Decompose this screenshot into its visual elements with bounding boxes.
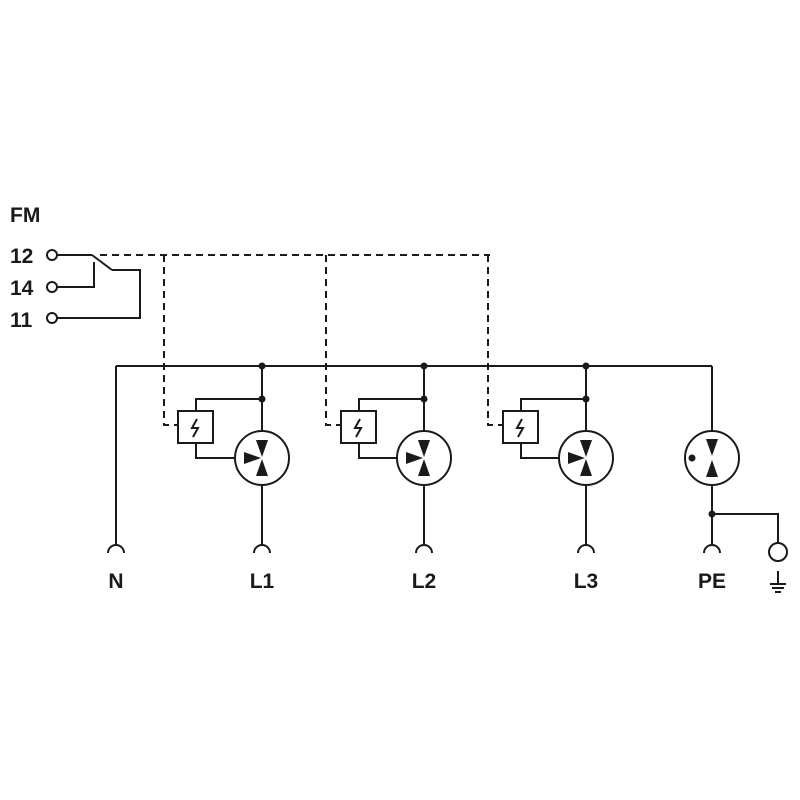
fm-terminal-14-label: 14 <box>10 277 34 300</box>
terminal-l2-label: L2 <box>412 570 437 593</box>
l2-varistor <box>396 430 452 486</box>
fm-terminal-12 <box>46 249 58 261</box>
pe-arrow-top <box>706 439 718 456</box>
l1-arrow-top <box>256 440 268 457</box>
terminal-clamps <box>107 544 721 554</box>
l1-thermal-feed <box>195 398 262 411</box>
terminal-l3 <box>577 544 595 554</box>
fm-terminal-11-label: 11 <box>10 309 33 332</box>
l1-arrow-bottom <box>256 459 268 476</box>
earth-terminal <box>768 542 788 562</box>
l3-varistor <box>558 430 614 486</box>
l2-thermal-feed <box>358 398 424 411</box>
spark-gap-npe <box>684 366 788 593</box>
fm-wire-14 <box>57 262 95 288</box>
terminal-n-label: N <box>108 570 123 593</box>
fm-linkage-l3 <box>487 255 503 426</box>
l2-thermal-return <box>358 443 400 459</box>
fm-contact-block: FM 12 14 11 <box>10 204 503 426</box>
terminal-l1 <box>253 544 271 554</box>
fm-terminal-11 <box>46 312 58 324</box>
earth-wire <box>712 513 779 543</box>
l3-lightning-icon <box>515 418 525 438</box>
terminal-n <box>107 544 125 554</box>
l3-arrow-top <box>580 440 592 457</box>
l1-thermal-return <box>195 443 238 459</box>
fm-wire-11 <box>57 269 141 319</box>
l3-thermal-feed <box>520 398 586 411</box>
ground-icon <box>770 571 786 593</box>
terminal-l2 <box>415 544 433 554</box>
fm-title: FM <box>10 204 40 227</box>
gas-fill-dot <box>688 454 696 462</box>
fm-switch-blade <box>91 254 113 271</box>
fm-linkage-l2 <box>325 255 341 426</box>
terminal-l1-label: L1 <box>250 570 275 593</box>
terminal-pe <box>703 544 721 554</box>
l2-arrow-top <box>418 440 430 457</box>
protection-module-l1 <box>177 366 290 545</box>
l3-arrow-left <box>568 452 585 464</box>
l2-arrow-left <box>406 452 423 464</box>
protection-module-l2 <box>340 366 452 545</box>
fm-terminal-14 <box>46 281 58 293</box>
protection-module-l3 <box>502 366 614 545</box>
l1-arrow-left <box>244 452 261 464</box>
terminal-pe-label: PE <box>698 570 726 593</box>
l2-lightning-icon <box>353 418 363 438</box>
l3-thermal-return <box>520 443 562 459</box>
l2-arrow-bottom <box>418 459 430 476</box>
l1-varistor <box>234 430 290 486</box>
l1-lightning-icon <box>190 418 200 438</box>
fm-linkage-l1 <box>163 255 178 426</box>
l3-arrow-bottom <box>580 459 592 476</box>
fm-terminal-12-label: 12 <box>10 245 33 268</box>
terminal-l3-label: L3 <box>574 570 599 593</box>
pe-arrow-bottom <box>706 460 718 477</box>
